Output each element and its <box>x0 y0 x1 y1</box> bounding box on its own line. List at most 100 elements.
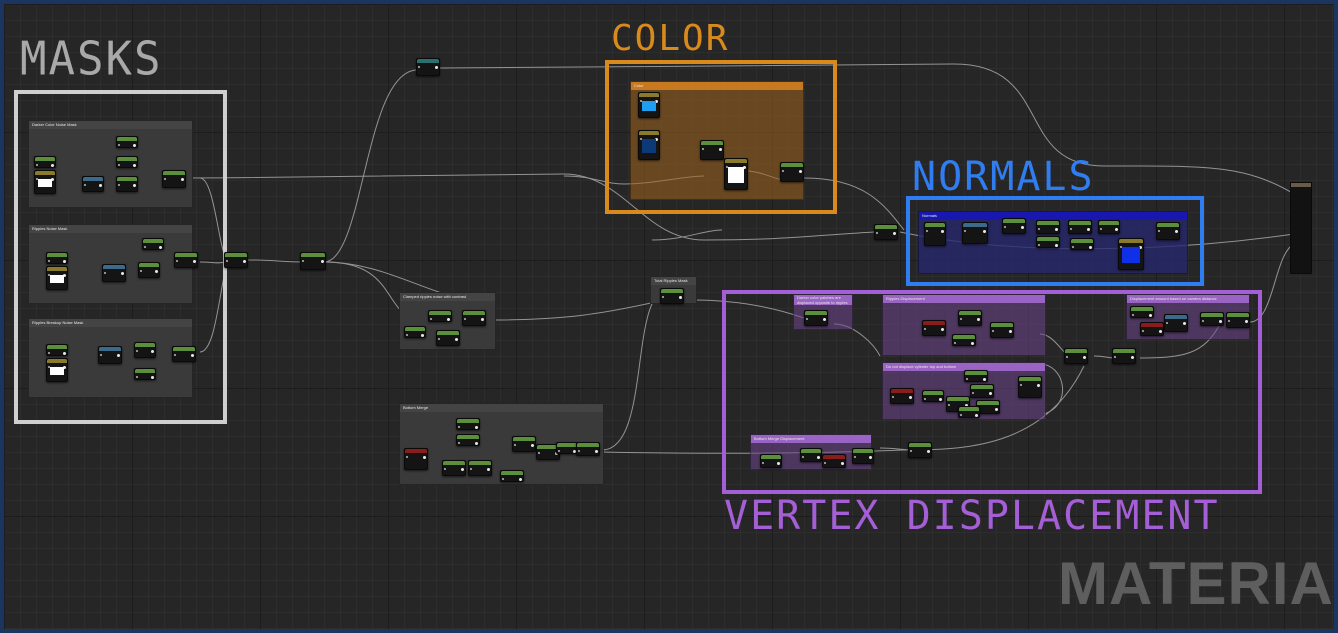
expression-node[interactable] <box>138 262 160 278</box>
node-output-pin[interactable] <box>909 396 912 399</box>
node-output-pin[interactable] <box>1183 322 1186 325</box>
node-input-pin[interactable] <box>1100 228 1102 230</box>
node-output-pin[interactable] <box>655 100 658 103</box>
node-output-pin[interactable] <box>1159 330 1162 333</box>
node-input-pin[interactable] <box>430 318 432 320</box>
node-input-pin[interactable] <box>302 260 304 262</box>
expression-node[interactable] <box>852 448 874 464</box>
node-output-pin[interactable] <box>63 274 66 277</box>
material-graph-canvas[interactable]: MASKS COLOR NORMALS VERTEX DISPLACEMENT … <box>4 4 1334 629</box>
node-output-pin[interactable] <box>1089 246 1092 249</box>
node-input-pin[interactable] <box>136 376 138 378</box>
node-input-pin[interactable] <box>802 456 804 458</box>
node-input-pin[interactable] <box>972 392 974 394</box>
expression-node[interactable] <box>224 252 248 268</box>
node-output-pin[interactable] <box>181 178 184 181</box>
node-input-pin[interactable] <box>1120 246 1122 248</box>
node-output-pin[interactable] <box>995 408 998 411</box>
expression-node[interactable] <box>1018 376 1042 398</box>
node-output-pin[interactable] <box>1245 320 1248 323</box>
node-output-pin[interactable] <box>941 230 944 233</box>
node-input-pin[interactable] <box>876 232 878 234</box>
expression-node[interactable] <box>512 436 536 452</box>
node-output-pin[interactable] <box>971 342 974 345</box>
node-input-pin[interactable] <box>84 184 86 186</box>
node-input-pin[interactable] <box>702 148 704 150</box>
expression-node[interactable] <box>1002 218 1026 234</box>
expression-node[interactable] <box>456 418 480 430</box>
node-input-pin[interactable] <box>948 404 950 406</box>
expression-node[interactable] <box>1156 222 1180 240</box>
constant-color-node[interactable] <box>638 130 660 160</box>
node-input-pin[interactable] <box>1228 320 1230 322</box>
node-output-pin[interactable] <box>941 328 944 331</box>
node-input-pin[interactable] <box>118 164 120 166</box>
node-input-pin[interactable] <box>1158 230 1160 232</box>
expression-node[interactable] <box>428 310 452 322</box>
node-output-pin[interactable] <box>481 318 484 321</box>
node-input-pin[interactable] <box>926 230 928 232</box>
node-input-pin[interactable] <box>174 354 176 356</box>
expression-node[interactable] <box>98 346 122 364</box>
node-output-pin[interactable] <box>1009 330 1012 333</box>
node-input-pin[interactable] <box>1142 330 1144 332</box>
node-output-pin[interactable] <box>133 144 136 147</box>
node-input-pin[interactable] <box>578 450 580 452</box>
node-output-pin[interactable] <box>455 338 458 341</box>
expression-node[interactable] <box>780 162 804 182</box>
node-input-pin[interactable] <box>1004 226 1006 228</box>
expression-node[interactable] <box>760 454 782 468</box>
node-output-pin[interactable] <box>531 444 534 447</box>
constant-color-node[interactable] <box>34 170 56 194</box>
expression-node[interactable] <box>952 334 976 346</box>
expression-node[interactable] <box>142 238 164 250</box>
node-output-pin[interactable] <box>151 376 154 379</box>
node-input-pin[interactable] <box>118 144 120 146</box>
expression-node[interactable] <box>556 442 578 454</box>
node-output-pin[interactable] <box>1115 228 1118 231</box>
material-output-node[interactable] <box>1290 182 1312 274</box>
node-output-pin[interactable] <box>1037 384 1040 387</box>
node-output-pin[interactable] <box>63 366 66 369</box>
constant-color-node[interactable] <box>46 358 68 382</box>
expression-node[interactable] <box>82 176 104 192</box>
node-output-pin[interactable] <box>1055 228 1058 231</box>
node-input-pin[interactable] <box>762 462 764 464</box>
expression-node[interactable] <box>462 310 486 326</box>
node-output-pin[interactable] <box>63 352 66 355</box>
node-input-pin[interactable] <box>48 274 50 276</box>
expression-node[interactable] <box>970 384 994 398</box>
expression-node[interactable] <box>46 252 68 264</box>
expression-node[interactable] <box>1070 238 1094 250</box>
expression-node[interactable] <box>116 136 138 148</box>
node-input-pin[interactable] <box>176 260 178 262</box>
node-input-pin[interactable] <box>1038 244 1040 246</box>
node-input-pin[interactable] <box>100 354 102 356</box>
expression-node[interactable] <box>908 442 932 458</box>
node-input-pin[interactable] <box>992 330 994 332</box>
expression-node[interactable] <box>500 470 524 482</box>
node-output-pin[interactable] <box>939 398 942 401</box>
node-output-pin[interactable] <box>777 462 780 465</box>
constant-color-node[interactable] <box>1118 238 1144 270</box>
node-output-pin[interactable] <box>989 392 992 395</box>
node-output-pin[interactable] <box>435 66 438 69</box>
expression-node[interactable] <box>1164 314 1188 332</box>
expression-node[interactable] <box>46 344 68 356</box>
expression-node[interactable] <box>924 222 946 246</box>
expression-node[interactable] <box>116 176 138 192</box>
expression-node[interactable] <box>1036 236 1060 248</box>
node-output-pin[interactable] <box>63 260 66 263</box>
node-input-pin[interactable] <box>662 296 664 298</box>
expression-node[interactable] <box>660 288 684 304</box>
expression-node[interactable] <box>1098 220 1120 234</box>
expression-node[interactable] <box>468 460 492 476</box>
node-input-pin[interactable] <box>1066 356 1068 358</box>
expression-node[interactable] <box>576 442 600 456</box>
expression-node[interactable] <box>1140 322 1164 336</box>
node-output-pin[interactable] <box>1087 228 1090 231</box>
constant-color-node[interactable] <box>46 266 68 290</box>
node-output-pin[interactable] <box>447 318 450 321</box>
expression-node[interactable] <box>456 434 480 446</box>
node-output-pin[interactable] <box>191 354 194 357</box>
